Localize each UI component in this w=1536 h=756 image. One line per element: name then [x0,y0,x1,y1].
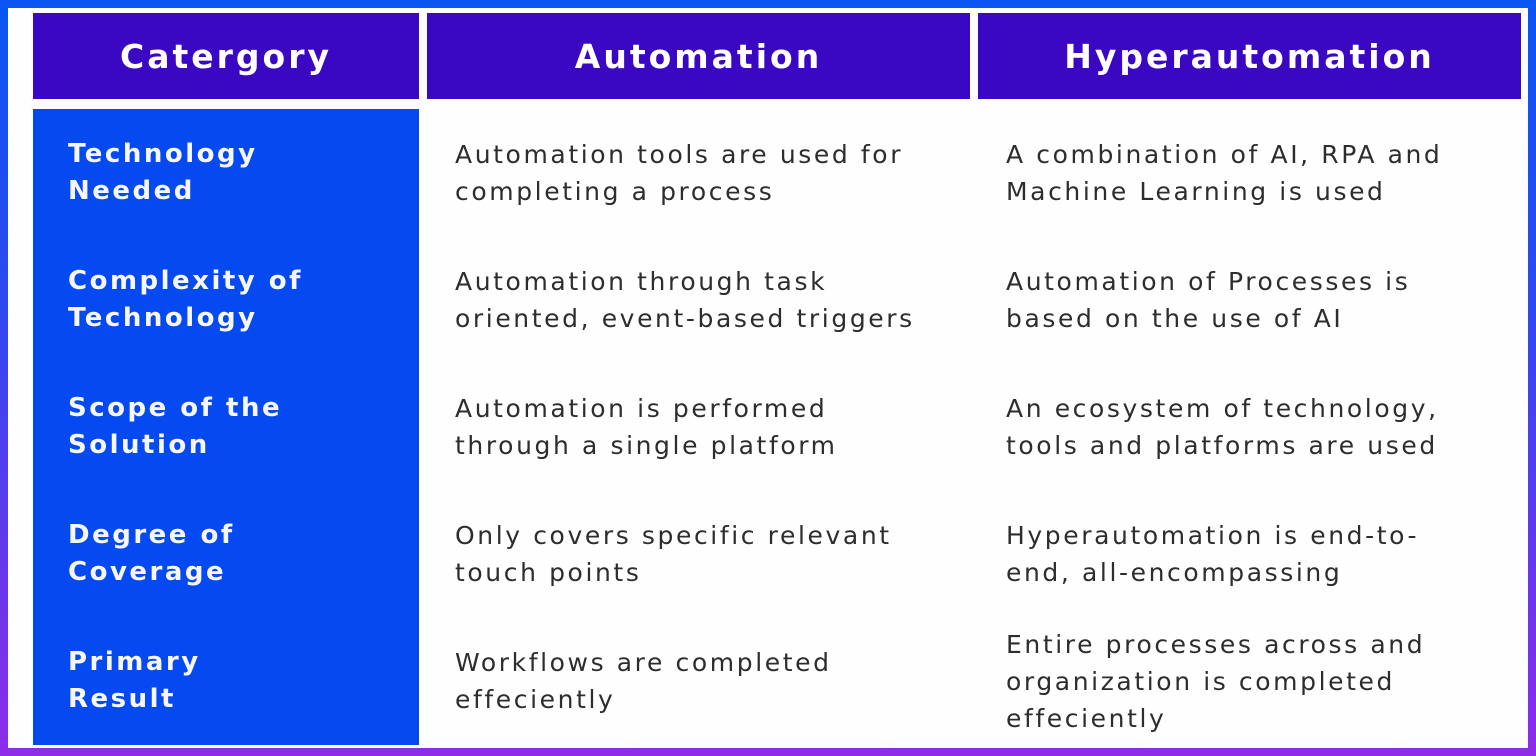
row2-category-label: Complexity of Technology [68,265,303,333]
row4-automation-text: Only covers specific relevant touch poin… [455,521,892,588]
row3-category-label: Scope of the Solution [68,392,283,460]
row5-category-label: Primary Result [68,647,201,715]
row1-automation-cell: Automation tools are used for completing… [427,109,970,237]
row1-category-cell: Technology Needed [33,109,419,237]
header-label-hyperautomation: Hyperautomation [1064,36,1435,76]
row4-hyperautomation-cell: Hyperautomation is end-to- end, all-enco… [978,490,1521,618]
table-header-row: Catergory Automation Hyperautomation [33,13,1521,99]
comparison-table: Catergory Automation Hyperautomation Tec… [8,8,1528,748]
row4-category-label: Degree of Coverage [68,520,235,588]
row5-hyperautomation-cell: Entire processes across and organization… [978,617,1521,745]
row5-automation-text: Workflows are completed effeciently [455,648,832,715]
row4-category-cell: Degree of Coverage [33,490,419,618]
header-label-automation: Automation [574,36,823,76]
header-cell-hyperautomation: Hyperautomation [978,13,1521,99]
row5-category-cell: Primary Result [33,617,419,745]
row2-category-cell: Complexity of Technology [33,236,419,364]
row1-hyperautomation-cell: A combination of AI, RPA and Machine Lea… [978,109,1521,237]
table-body: Technology Needed Automation tools are u… [33,109,1521,745]
row2-automation-text: Automation through task oriented, event-… [455,266,915,333]
header-label-category: Catergory [120,36,332,76]
header-cell-category: Catergory [33,13,419,99]
row3-hyperautomation-cell: An ecosystem of technology, tools and pl… [978,363,1521,491]
row3-category-cell: Scope of the Solution [33,363,419,491]
row1-category-label: Technology Needed [68,138,258,206]
row3-automation-cell: Automation is performed through a single… [427,363,970,491]
row3-automation-text: Automation is performed through a single… [455,393,838,460]
row2-automation-cell: Automation through task oriented, event-… [427,236,970,364]
row2-hyperautomation-text: Automation of Processes is based on the … [1006,266,1411,333]
row4-hyperautomation-text: Hyperautomation is end-to- end, all-enco… [1006,521,1420,588]
row2-hyperautomation-cell: Automation of Processes is based on the … [978,236,1521,364]
row3-hyperautomation-text: An ecosystem of technology, tools and pl… [1006,393,1439,460]
row1-hyperautomation-text: A combination of AI, RPA and Machine Lea… [1006,139,1443,206]
row4-automation-cell: Only covers specific relevant touch poin… [427,490,970,618]
row5-automation-cell: Workflows are completed effeciently [427,617,970,745]
row1-automation-text: Automation tools are used for completing… [455,139,904,206]
header-cell-automation: Automation [427,13,970,99]
row5-hyperautomation-text: Entire processes across and organization… [1006,629,1426,733]
